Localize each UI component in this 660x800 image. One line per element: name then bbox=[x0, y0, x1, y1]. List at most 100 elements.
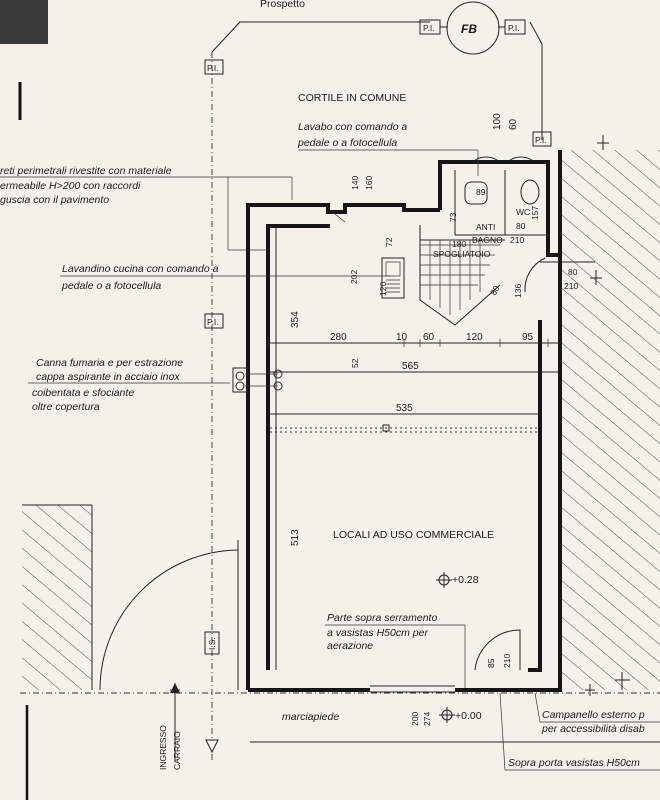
chimney-flue-symbols bbox=[232, 367, 283, 393]
svg-text:FB: FB bbox=[461, 22, 477, 36]
note-canna-2: cappa aspirante in acciaio inox bbox=[36, 371, 180, 383]
dim-80-diag: 80 bbox=[488, 284, 502, 297]
svg-text:P.I.: P.I. bbox=[207, 317, 219, 327]
svg-text:P.I.: P.I. bbox=[535, 135, 547, 145]
street-level: +0.00 bbox=[455, 710, 482, 722]
fb-meter-circle: FB bbox=[440, 1, 505, 55]
dim-535: 535 bbox=[396, 403, 413, 414]
dim-120-row: 120 bbox=[466, 332, 483, 343]
note-canna-3: coibentata e sfociante bbox=[32, 387, 134, 399]
hatched-neighbour-right bbox=[560, 150, 660, 690]
entrance-label-2: CARRAIO bbox=[172, 731, 182, 770]
note-canna-1: Canna fumaria e per estrazione bbox=[36, 357, 183, 369]
note-pareti-2: ermeabile H>200 con raccordi bbox=[0, 180, 141, 192]
dim-60-top: 60 bbox=[508, 118, 519, 130]
storefront-glazing bbox=[370, 685, 455, 693]
floor-level-marker bbox=[436, 572, 452, 588]
note-lavandino-2: pedale o a fotocellula bbox=[61, 280, 161, 292]
kitchen-sink bbox=[381, 257, 405, 299]
service-block-wall bbox=[438, 160, 560, 257]
courtyard-boundary bbox=[211, 21, 543, 140]
dim-140: 140 bbox=[350, 176, 360, 190]
dim-200: 200 bbox=[410, 712, 420, 726]
dim-73: 73 bbox=[448, 212, 458, 222]
courtyard-label: CORTILE IN COMUNE bbox=[298, 92, 406, 104]
leader-lines bbox=[0, 149, 660, 771]
pl-box-courtyard: P.I. bbox=[532, 131, 552, 147]
dimension-row-1 bbox=[267, 339, 560, 347]
side-door-swing bbox=[524, 257, 546, 293]
dim-565: 565 bbox=[402, 361, 419, 372]
dim-95: 95 bbox=[522, 332, 534, 343]
entrance-label-1: INGRESSO bbox=[158, 725, 168, 770]
ls-box: I.S. bbox=[204, 631, 220, 655]
spogliatoio-label: SPOGLIATOIO bbox=[433, 249, 491, 259]
dim-180: 180 bbox=[452, 239, 466, 249]
main-wall-inner-left bbox=[266, 224, 330, 670]
street-level-marker bbox=[439, 707, 455, 723]
sidewalk-label: marciapiede bbox=[282, 711, 339, 723]
dim-210-door: 210 bbox=[502, 654, 512, 668]
boundary-ticks bbox=[170, 672, 630, 696]
hatched-neighbour-left bbox=[22, 505, 92, 690]
dim-120-sink: 120 bbox=[378, 282, 388, 296]
floor-level: +0.28 bbox=[452, 574, 479, 586]
dim-274: 274 bbox=[422, 712, 432, 726]
dim-10: 10 bbox=[396, 332, 408, 343]
pl-box-left-upper: P.I. bbox=[204, 59, 224, 75]
main-wall-right bbox=[530, 150, 562, 692]
property-arrow-down bbox=[205, 739, 219, 754]
dim-100: 100 bbox=[492, 113, 503, 130]
dim-85: 85 bbox=[486, 658, 496, 668]
dim-354: 354 bbox=[290, 311, 301, 328]
front-door-swing bbox=[474, 629, 521, 671]
svg-text:I.S.: I.S. bbox=[207, 637, 217, 650]
dim-136: 136 bbox=[513, 284, 523, 298]
wc-label: WC bbox=[516, 207, 530, 217]
main-room-label: LOCALI AD USO COMMERCIALE bbox=[333, 529, 494, 541]
note-parte-sopra-3: aerazione bbox=[327, 640, 373, 652]
svg-text:P.I.: P.I. bbox=[423, 23, 435, 33]
note-lavabo-2: pedale o a fotocellula bbox=[297, 137, 397, 149]
note-parte-sopra-2: a vasistas H50cm per bbox=[327, 627, 428, 639]
note-pareti-3: guscia con il pavimento bbox=[0, 194, 109, 206]
note-canna-4: oltre copertura bbox=[32, 401, 100, 413]
note-lavabo-1: Lavabo con comando a bbox=[298, 121, 407, 133]
bagno-label: BAGNO bbox=[472, 235, 503, 245]
dim-210-wc: 210 bbox=[510, 235, 524, 245]
dim-513: 513 bbox=[290, 529, 301, 546]
dim-280: 280 bbox=[330, 332, 347, 343]
dim-157: 157 bbox=[530, 206, 540, 220]
dim-89: 89 bbox=[476, 187, 486, 197]
top-cut-title: Prospetto bbox=[260, 0, 305, 10]
dim-202: 202 bbox=[349, 270, 359, 284]
north-mark bbox=[597, 135, 609, 150]
note-lavandino-1: Lavandino cucina con comando a bbox=[62, 263, 219, 275]
main-wall-outer-top-left bbox=[246, 203, 440, 690]
svg-text:P.I.: P.I. bbox=[207, 63, 219, 73]
dim-80-wc: 80 bbox=[516, 221, 526, 231]
bathroom-block bbox=[419, 156, 548, 326]
carriage-gate-swing bbox=[99, 549, 239, 691]
anti-label: ANTI bbox=[476, 222, 495, 232]
left-neighbour-edge bbox=[22, 504, 93, 690]
column-marker bbox=[382, 424, 390, 432]
cross-mark-right bbox=[590, 270, 602, 285]
dim-52: 52 bbox=[350, 358, 360, 368]
note-campanello-2: per accessibilità disab bbox=[541, 723, 645, 735]
main-wall-inner-right bbox=[528, 320, 542, 672]
note-parte-sopra-1: Parte sopra serramento bbox=[327, 612, 437, 624]
dim-60-row: 60 bbox=[423, 332, 435, 343]
svg-text:P.I.: P.I. bbox=[508, 23, 520, 33]
dim-160: 160 bbox=[364, 176, 374, 190]
dim-72: 72 bbox=[384, 237, 394, 247]
note-sopra-porta: Sopra porta vasistas H50cm bbox=[508, 757, 640, 769]
pl-box-left-lower: P.I. bbox=[204, 313, 224, 329]
dim-80-right: 80 bbox=[568, 267, 578, 277]
dark-corner bbox=[0, 0, 48, 44]
note-campanello-1: Campanello esterno p bbox=[542, 709, 645, 721]
dim-210-right: 210 bbox=[564, 281, 578, 291]
note-pareti-1: reti perimetrali rivestite con materiale bbox=[0, 165, 172, 177]
